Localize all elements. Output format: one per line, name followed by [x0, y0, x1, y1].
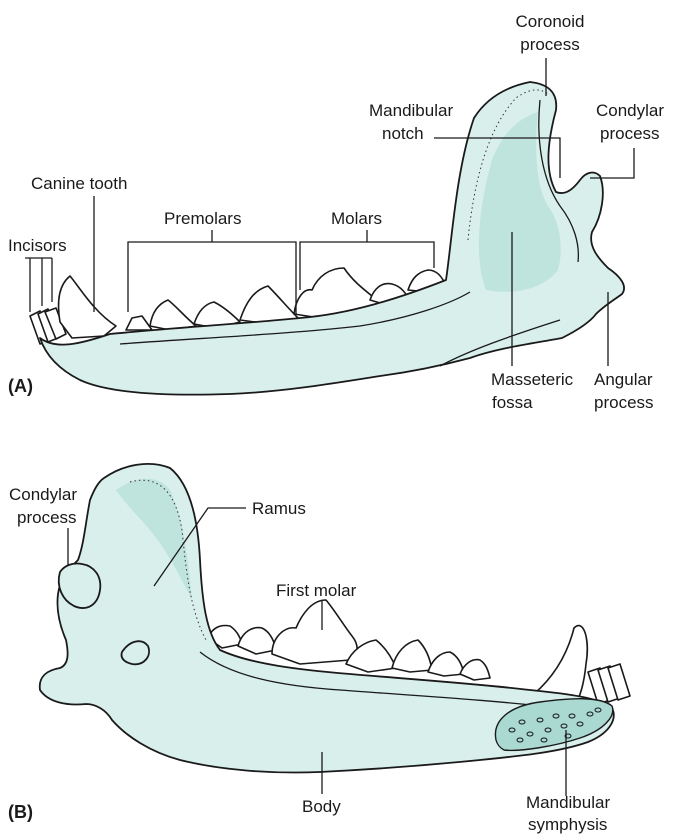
premolar-tooth	[150, 300, 196, 330]
mandibular-notch-label-line2: notch	[382, 124, 424, 143]
angular-process-label-line2: process	[594, 393, 654, 412]
first-molar-label: First molar	[276, 581, 357, 600]
panel-b-letter: (B)	[8, 802, 33, 822]
mandibular-symphysis-label-line2: symphysis	[528, 815, 607, 834]
incisors-label: Incisors	[8, 236, 67, 255]
condylar-process-a-label-line2: process	[600, 124, 660, 143]
molars-label: Molars	[331, 209, 382, 228]
mandibular-notch-label-line1: Mandibular	[369, 101, 453, 120]
premolar-tooth	[126, 316, 152, 330]
ramus-label: Ramus	[252, 499, 306, 518]
first-molar-tooth	[272, 600, 357, 664]
angular-process-label-line1: Angular	[594, 370, 653, 389]
canine-tooth	[58, 276, 116, 338]
premolar-tooth	[460, 660, 490, 680]
condylar-process-b-label-line2: process	[17, 508, 77, 527]
body-label: Body	[302, 797, 341, 816]
premolar-tooth	[428, 652, 464, 676]
canine-label: Canine tooth	[31, 174, 127, 193]
incisors-bracket	[25, 258, 52, 312]
molar-tooth	[238, 628, 276, 654]
coronoid-label-line2: process	[520, 35, 580, 54]
condylar-process-b-label-line1: Condylar	[9, 485, 77, 504]
panel-b-medial-view	[40, 464, 630, 773]
mandibular-symphysis-label-line1: Mandibular	[526, 793, 610, 812]
panel-a-lateral-view	[30, 82, 624, 395]
premolars-label: Premolars	[164, 209, 241, 228]
masseteric-fossa-label-line1: Masseteric	[491, 370, 574, 389]
masseteric-fossa-label-line2: fossa	[492, 393, 533, 412]
panel-a-letter: (A)	[8, 376, 33, 396]
premolar-tooth	[392, 640, 432, 672]
coronoid-label-line1: Coronoid	[516, 12, 585, 31]
condylar-process-a-label-line1: Condylar	[596, 101, 664, 120]
